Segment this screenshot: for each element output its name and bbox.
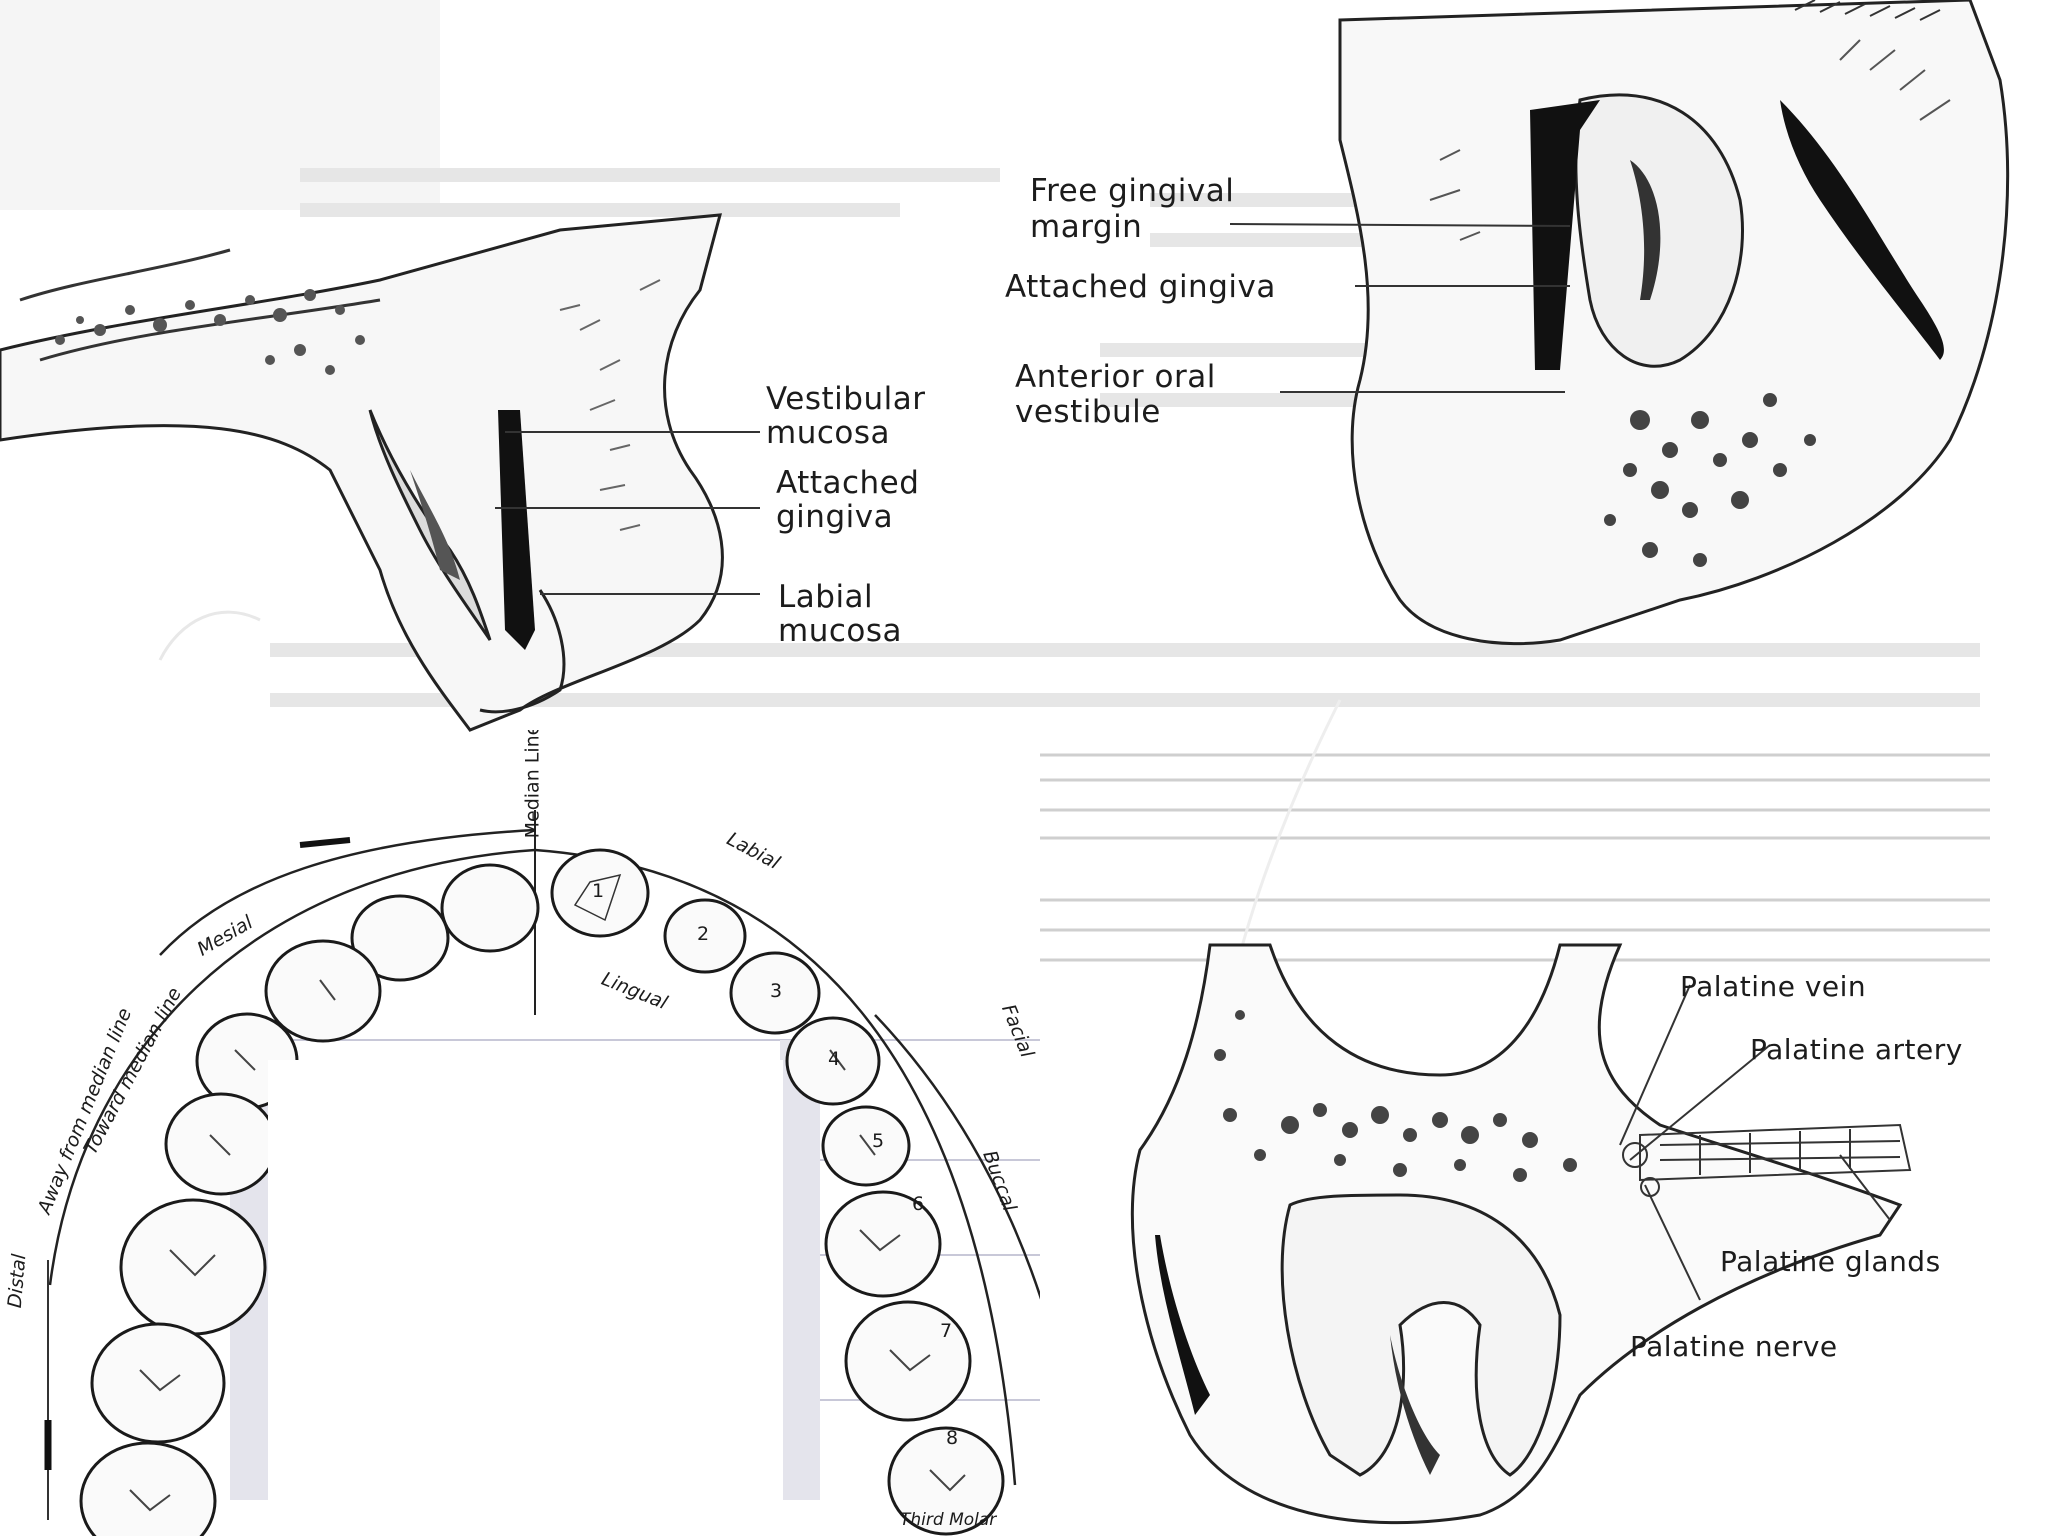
dental-arch-drawing <box>44 810 1040 1536</box>
label-third-molar: Third Molar <box>900 1510 997 1530</box>
palate-section-diagram: Palatine vein Palatine artery Palatine g… <box>1100 915 2048 1536</box>
tooth-number-3: 3 <box>770 980 783 1002</box>
label-vestibular-mucosa-line1: Vestibular <box>766 381 926 417</box>
label-palatine-glands: Palatine glands <box>1720 1245 1941 1278</box>
anterior-section-drawing <box>1229 0 2010 646</box>
label-palatine-vein: Palatine vein <box>1680 970 1867 1003</box>
tooth-number-2: 2 <box>697 923 710 945</box>
tooth-number-4: 4 <box>828 1048 841 1070</box>
label-median-line: Median Line <box>521 730 544 839</box>
tooth-number-5: 5 <box>872 1130 885 1152</box>
gingiva-section-diagram: Vestibular mucosa Attached gingiva Labia… <box>0 210 990 740</box>
tooth-number-7: 7 <box>940 1320 953 1342</box>
gingiva-section-drawing <box>0 213 760 732</box>
tooth-number-1: 1 <box>592 880 605 902</box>
label-anterior-oral-vestibule-line2: vestibule <box>1015 394 1161 430</box>
label-attached-gingiva: Attached gingiva <box>1005 269 1276 305</box>
label-distal: Distal <box>3 1253 31 1309</box>
label-free-gingival-margin-line1: Free gingival <box>1030 173 1235 209</box>
tooth-number-8: 8 <box>946 1427 959 1449</box>
anterior-section-diagram: Free gingival margin Attached gingiva An… <box>960 0 2048 700</box>
label-vestibular-mucosa-line2: mucosa <box>766 415 891 451</box>
label-palatine-artery: Palatine artery <box>1750 1033 1963 1066</box>
dental-arch-diagram: Median Line Labial Lingual Mesial Facial… <box>0 730 1040 1536</box>
label-labial-mucosa-line2: mucosa <box>778 613 903 649</box>
tooth-number-6: 6 <box>912 1193 925 1215</box>
label-attached-gingiva-line1: Attached <box>776 465 920 501</box>
label-attached-gingiva-line2: gingiva <box>776 499 894 535</box>
white-occlusion-box <box>268 1060 783 1536</box>
label-labial-mucosa-line1: Labial <box>778 579 874 615</box>
label-free-gingival-margin-line2: margin <box>1030 209 1143 245</box>
label-palatine-nerve: Palatine nerve <box>1630 1330 1838 1363</box>
label-anterior-oral-vestibule-line1: Anterior oral <box>1015 359 1216 395</box>
palate-section-drawing <box>1130 943 1912 1525</box>
